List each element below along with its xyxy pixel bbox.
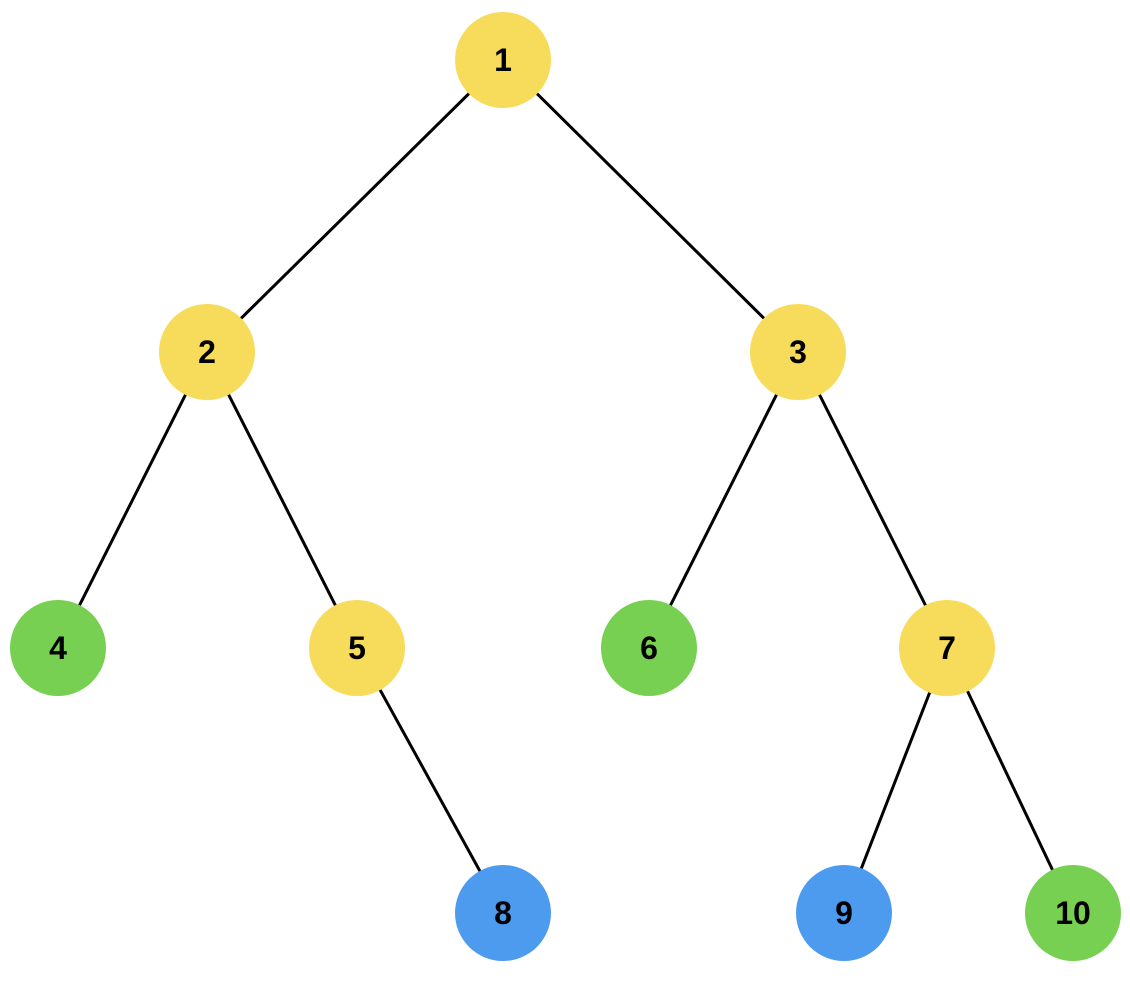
- tree-edge-1-3: [501, 58, 800, 354]
- tree-node-label-5: 5: [348, 630, 366, 666]
- tree-node-label-3: 3: [789, 334, 807, 370]
- tree-node-1[interactable]: 1: [455, 12, 551, 108]
- tree-node-label-6: 6: [640, 630, 658, 666]
- tree-node-label-4: 4: [49, 630, 67, 666]
- tree-node-9[interactable]: 9: [796, 865, 892, 961]
- tree-edge-5-8: [355, 647, 505, 914]
- tree-node-3[interactable]: 3: [750, 304, 846, 400]
- tree-node-5[interactable]: 5: [309, 600, 405, 696]
- tree-node-label-9: 9: [835, 895, 853, 931]
- tree-node-label-7: 7: [938, 630, 956, 666]
- tree-node-label-10: 10: [1055, 895, 1091, 931]
- tree-edge-3-7: [796, 351, 949, 649]
- tree-edge-2-5: [205, 351, 359, 649]
- tree-node-label-8: 8: [494, 895, 512, 931]
- tree-node-2[interactable]: 2: [159, 304, 255, 400]
- tree-node-label-1: 1: [494, 42, 512, 78]
- tree-node-8[interactable]: 8: [455, 865, 551, 961]
- tree-edge-3-6: [647, 351, 800, 649]
- tree-node-6[interactable]: 6: [601, 600, 697, 696]
- tree-edge-1-2: [205, 58, 505, 354]
- tree-node-4[interactable]: 4: [10, 600, 106, 696]
- tree-node-10[interactable]: 10: [1025, 865, 1121, 961]
- tree-edge-2-4: [56, 351, 209, 649]
- tree-node-label-2: 2: [198, 334, 216, 370]
- tree-node-7[interactable]: 7: [899, 600, 995, 696]
